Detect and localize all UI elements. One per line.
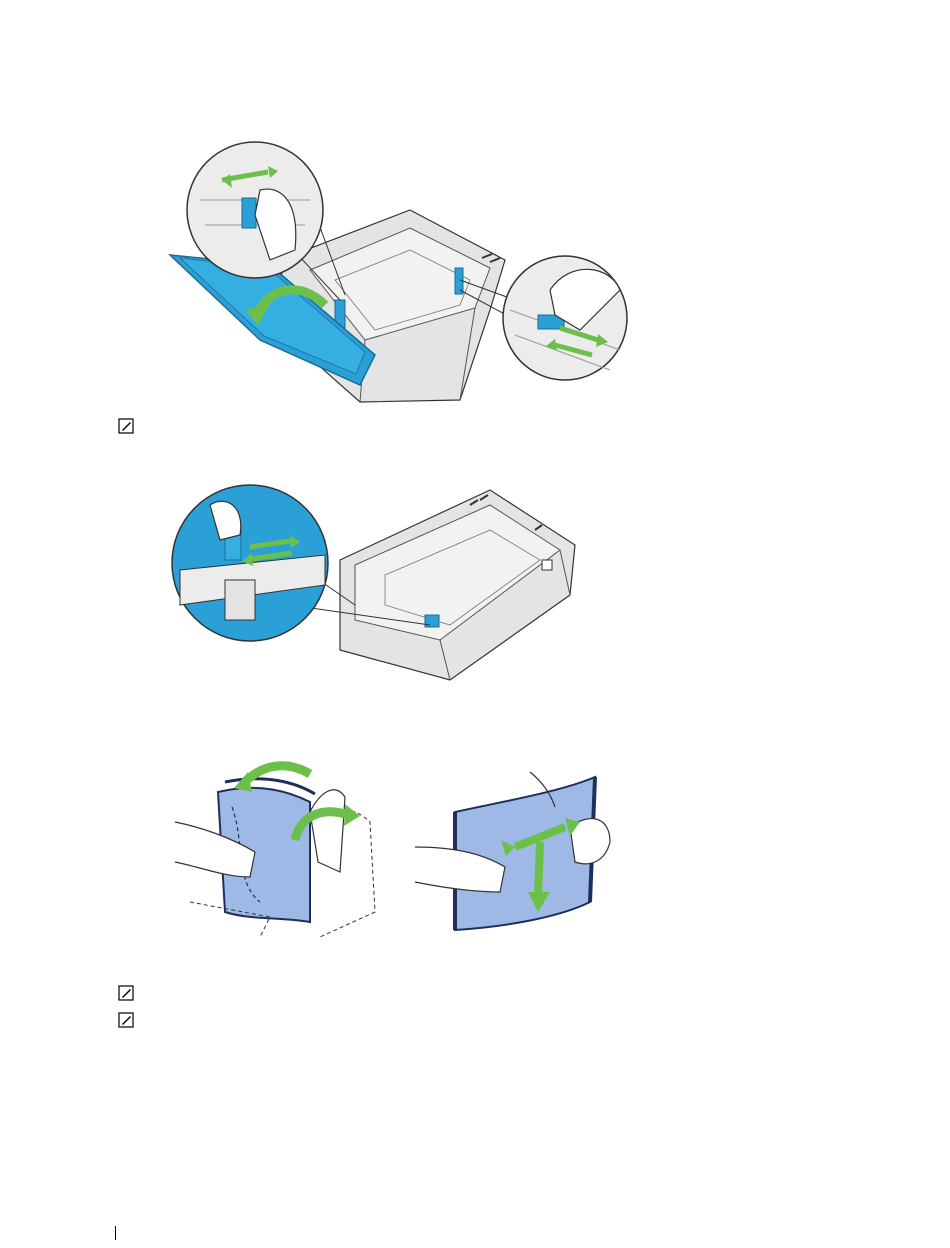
note-pencil-icon (118, 1012, 134, 1028)
paper-tray-icon (340, 490, 575, 680)
figure-adjust-length-guide (170, 475, 590, 685)
length-guide-magnifier-icon (172, 485, 328, 641)
note-pencil-icon (118, 985, 134, 1001)
figure-extend-tray-guides (160, 140, 640, 405)
side-guide-magnifier-icon (187, 142, 323, 278)
footer-divider (115, 1226, 116, 1240)
figure-fan-paper (170, 752, 620, 942)
note-pencil-icon (118, 418, 134, 434)
length-guide-magnifier-icon (503, 256, 627, 380)
